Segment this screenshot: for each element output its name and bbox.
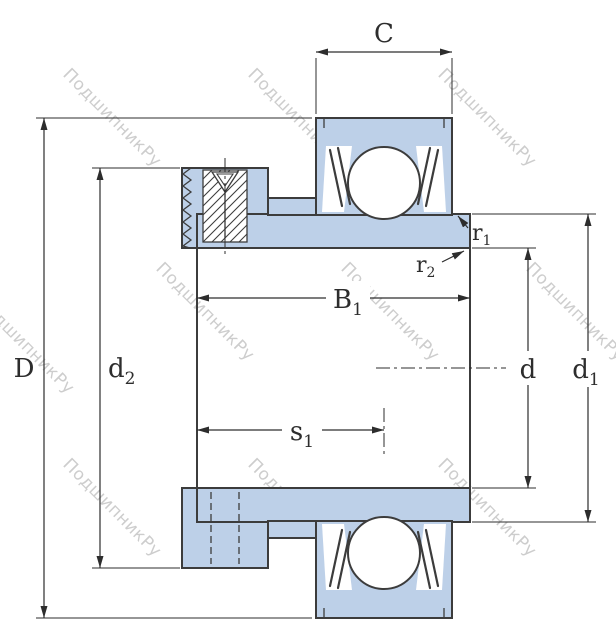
dim-s1: s1 xyxy=(197,413,384,452)
bearing-unit xyxy=(181,117,471,619)
dim-label-C: C xyxy=(374,19,394,49)
seal-top-left xyxy=(328,146,352,208)
set-screw xyxy=(202,158,248,258)
dim-label-d1: d1 xyxy=(572,355,599,390)
knurl-texture xyxy=(181,167,193,249)
seal-land-top xyxy=(267,197,317,216)
dim-label-s1: s1 xyxy=(290,417,314,452)
dim-d1: d1 xyxy=(472,213,608,523)
inner-ring-bottom xyxy=(196,487,471,523)
dim-B1: B1 xyxy=(197,281,470,320)
ball-top xyxy=(347,146,421,220)
dim-r1: r1 xyxy=(457,215,491,249)
dim-label-d: d xyxy=(520,355,537,385)
dim-C: C xyxy=(315,19,453,114)
dim-label-B1: B1 xyxy=(333,285,363,320)
seal-bottom-left xyxy=(328,528,352,590)
dim-label-d2: d2 xyxy=(108,354,135,389)
dim-label-r2: r2 xyxy=(416,253,435,281)
dim-label-r1: r1 xyxy=(472,221,491,249)
seal-top-right xyxy=(416,146,440,208)
seal-bottom-right xyxy=(416,528,440,590)
seal-land-bottom xyxy=(267,520,317,539)
dim-d2: d2 xyxy=(92,167,180,569)
dim-label-D: D xyxy=(14,354,35,384)
dim-D: D xyxy=(14,117,312,619)
ball-bottom xyxy=(347,516,421,590)
dim-d: d xyxy=(472,247,542,489)
dim-r2: r2 xyxy=(416,250,465,281)
